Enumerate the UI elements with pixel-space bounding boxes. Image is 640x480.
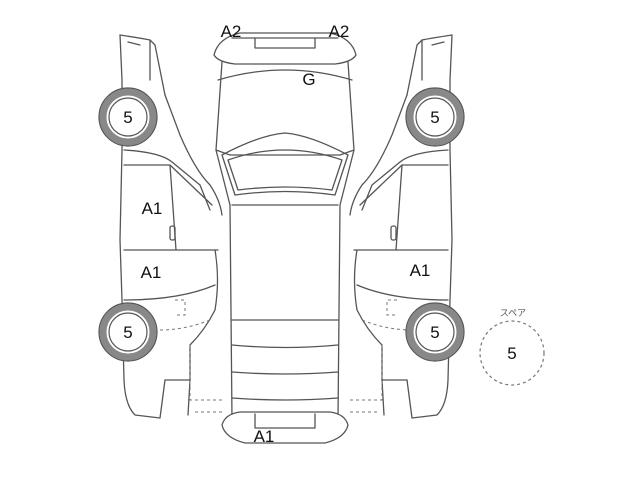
tire-right-rear-value: 5 <box>430 323 439 342</box>
car-left-side-view <box>119 34 225 419</box>
tire-left-front[interactable]: 5 <box>98 87 158 147</box>
tire-right-front[interactable]: 5 <box>405 87 465 147</box>
mark-rear-bumper: A1 <box>254 427 275 446</box>
mark-left-rear-door: A1 <box>141 263 162 282</box>
tire-right-rear[interactable]: 5 <box>405 302 465 362</box>
tire-right-front-value: 5 <box>430 108 439 127</box>
tire-left-rear-value: 5 <box>123 323 132 342</box>
spare-tire-label: スペア <box>500 309 526 319</box>
tire-left-front-value: 5 <box>123 108 132 127</box>
car-right-side-view <box>347 34 453 419</box>
mark-front-left-corner: A2 <box>221 22 242 41</box>
tire-left-rear[interactable]: 5 <box>98 302 158 362</box>
car-top-view <box>213 32 357 444</box>
spare-tire[interactable]: スペア 5 <box>479 309 545 386</box>
mark-right-rear-door: A1 <box>410 261 431 280</box>
mark-hood: G <box>302 70 315 89</box>
mark-front-right-corner: A2 <box>329 22 350 41</box>
mark-left-front-door: A1 <box>142 199 163 218</box>
spare-tire-value: 5 <box>507 344 516 363</box>
